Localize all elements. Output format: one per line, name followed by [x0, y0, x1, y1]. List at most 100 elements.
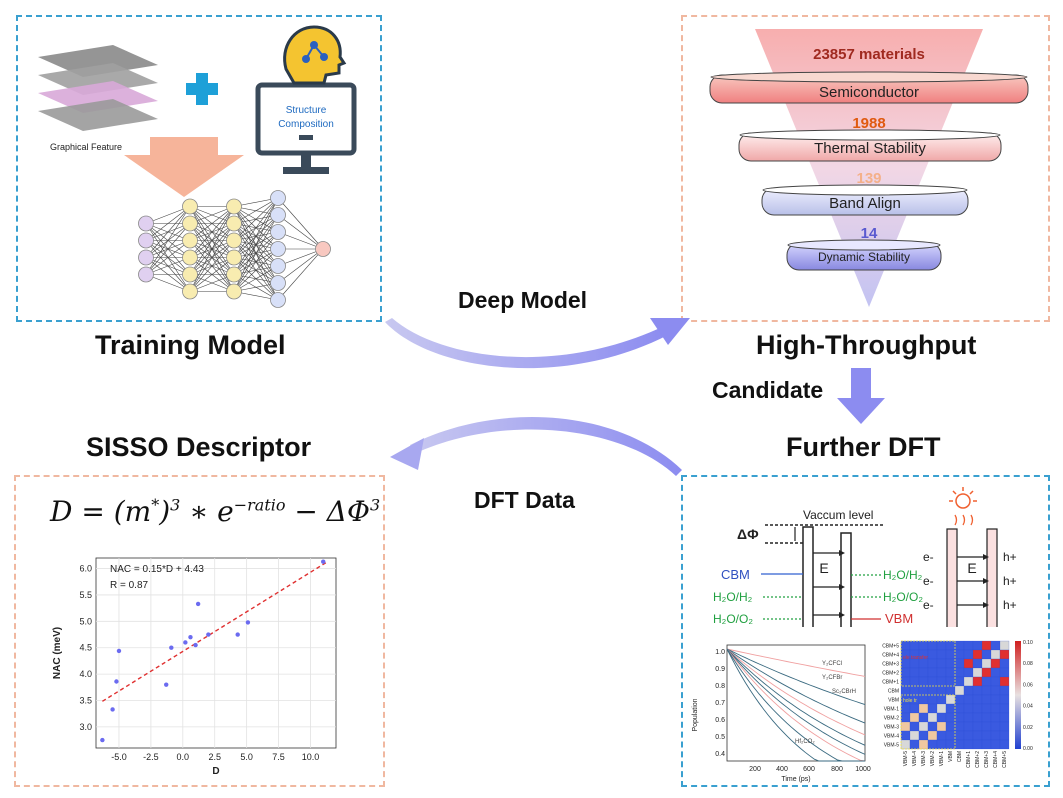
- heatmap-cell: [954, 649, 965, 660]
- heatmap-cell: [927, 667, 938, 678]
- heatmap-cell: [972, 721, 983, 732]
- heatmap-cell: [900, 739, 911, 750]
- colorbar-tick: 0.04: [1023, 704, 1033, 710]
- heatmap-cell: [990, 739, 1001, 750]
- h-plus-2: h+: [1003, 574, 1017, 588]
- data-point: [114, 679, 119, 684]
- heatmap-cell: [945, 676, 956, 687]
- heatmap-cell: [990, 640, 1001, 651]
- population-curve: [726, 648, 866, 677]
- heatmap-cell: [909, 685, 920, 696]
- heatmap-cell: [918, 667, 929, 678]
- heatmap-cell: [999, 685, 1010, 696]
- x-tick-label: 2.5: [208, 752, 221, 762]
- heatmap-cell: [936, 703, 947, 714]
- data-point: [110, 707, 115, 712]
- pop-ytick: 0.9: [715, 666, 725, 673]
- pop-xtick: 1000: [855, 766, 871, 773]
- pop-ytick: 0.7: [715, 700, 725, 707]
- heatmap-cell: [954, 685, 965, 696]
- colorbar-tick: 0.00: [1023, 746, 1033, 752]
- neuron-node: [226, 249, 242, 266]
- y-tick-label: 4.0: [79, 669, 92, 679]
- vbm-label: VBM: [885, 611, 913, 626]
- heatmap-cell: [954, 712, 965, 723]
- y-tick-label: 6.0: [79, 564, 92, 574]
- dft-data-arrow: [390, 417, 682, 476]
- pop-ytick: 0.6: [715, 717, 725, 724]
- heatmap-cell: [972, 730, 983, 741]
- heatmap-cell: [963, 730, 974, 741]
- count-1988: 1988: [852, 115, 885, 132]
- heatmap-cell: [909, 712, 920, 723]
- heatmap-cell: [927, 703, 938, 714]
- heatmap-cell: [999, 667, 1010, 678]
- heatmap-cell: [963, 703, 974, 714]
- heatmap-cell: [909, 730, 920, 741]
- heatmap-cell: [918, 730, 929, 741]
- heatmap-cell: [900, 640, 911, 651]
- graphical-feature-label: Graphical Feature: [50, 142, 122, 152]
- y-tick-label: 3.0: [79, 722, 92, 732]
- heatmap-row-label: VBM-3: [884, 725, 900, 731]
- heatmap-cell: [927, 640, 938, 651]
- heatmap-cell: [954, 694, 965, 705]
- heatmap-row-label: CBM+5: [882, 644, 899, 650]
- heatmap-cell: [936, 667, 947, 678]
- x-tick-label: 5.0: [240, 752, 253, 762]
- heatmap-cell: [963, 649, 974, 660]
- neuron-node: [226, 266, 242, 283]
- count-23857: 23857 materials: [813, 46, 925, 63]
- colorbar-tick: 0.06: [1023, 682, 1033, 688]
- heatmap-cell: [981, 685, 992, 696]
- heatmap-cell: [981, 730, 992, 741]
- neuron-node: [270, 241, 286, 257]
- plot-area: [95, 557, 337, 749]
- heatmap-cell: [972, 703, 983, 714]
- training-model-illustration: Graphical Feature Structure Composition: [38, 25, 357, 308]
- heatmap-cell: [900, 676, 911, 687]
- heatmap-col-label: CBM+2: [975, 751, 981, 768]
- funnel-diagram: 23857 materials Semiconductor 1988 Therm…: [709, 29, 1029, 307]
- heatmap-cell: [918, 712, 929, 723]
- heatmap-cell: [990, 649, 1001, 660]
- monitor-text-structure: Structure: [286, 105, 327, 116]
- population-ylabel: Population: [692, 698, 699, 731]
- pop-ytick: 0.4: [715, 751, 725, 758]
- pop-xtick: 400: [776, 766, 788, 773]
- count-139: 139: [856, 170, 881, 187]
- heatmap-cell: [927, 721, 938, 732]
- data-point: [321, 559, 326, 564]
- heatmap-cell: [927, 676, 938, 687]
- pop-ytick: 0.8: [715, 683, 725, 690]
- heatmap-cell: [999, 721, 1010, 732]
- pop-label: Y₂CFCl: [822, 661, 842, 667]
- monitor-text-composition: Composition: [278, 119, 334, 130]
- electron-transfer-label: ele transfer: [903, 655, 928, 661]
- heatmap-cell: [999, 694, 1010, 705]
- heatmap-cell: [981, 667, 992, 678]
- candidate-label: Candidate: [712, 377, 824, 403]
- y-axis-label: NAC (meV): [52, 627, 63, 679]
- heatmap-cell: [990, 676, 1001, 687]
- heatmap-cell: [999, 703, 1010, 714]
- heatmap-cell: [945, 694, 956, 705]
- candidate-arrow: [837, 368, 885, 424]
- population-curve: [726, 648, 866, 755]
- heatmap-cell: [972, 667, 983, 678]
- heatmap-cell: [918, 685, 929, 696]
- fit-equation-label: NAC = 0.15*D + 4.43: [110, 564, 204, 575]
- h-plus-1: h+: [1003, 550, 1017, 564]
- high-throughput-panel: 23857 materials Semiconductor 1988 Therm…: [681, 15, 1050, 322]
- heatmap-cell: [945, 712, 956, 723]
- band-alignment-diagram: Vaccum level ΔΦ E CBM H₂O/H₂ H₂O/O₂ H₂O/…: [713, 487, 1017, 627]
- heatmap-cell: [954, 721, 965, 732]
- population-curve: [726, 648, 866, 762]
- data-point: [164, 682, 169, 687]
- neuron-node: [138, 232, 154, 249]
- data-point: [169, 645, 174, 650]
- heatmap-cell: [945, 721, 956, 732]
- stage-semiconductor-label: Semiconductor: [819, 84, 919, 101]
- sisso-formula: D = (m*)3 ∗ e−ratio − ΔΦ3: [50, 495, 381, 528]
